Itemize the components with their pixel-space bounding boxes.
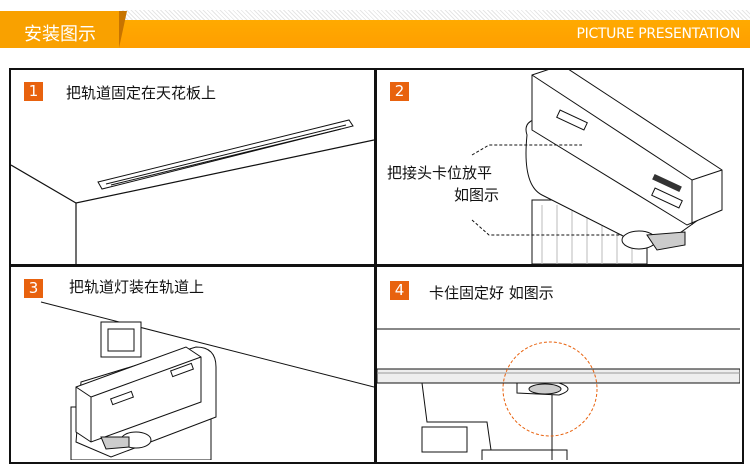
step-number: 3 [24,279,43,298]
header-hatch [120,10,750,21]
step-caption: 卡住固定好 如图示 [429,284,554,302]
header-tab-edge [119,11,127,48]
step-number: 2 [390,82,409,101]
section-title: 安装图示 [24,24,96,45]
step-number: 4 [390,281,409,300]
step-3-panel: 3 把轨道灯装在轨道上 [11,267,374,460]
section-subtitle: PICTURE PRESENTATION [576,26,740,42]
ceiling-track-illustration [11,119,374,264]
step-2-panel: 2 把接头卡位放平 如图示 [377,70,740,264]
step-caption: 把轨道灯装在轨道上 [69,278,205,296]
step-caption-line-2: 如图示 [454,186,500,204]
step-caption: 把轨道固定在天花板上 [66,84,217,102]
step-caption-line-1: 把接头卡位放平 [387,164,493,182]
light-on-track-illustration [40,301,374,460]
locked-connector-illustration [377,328,740,460]
step-1-panel: 1 把轨道固定在天花板上 [11,70,374,264]
header-tab [0,11,120,48]
connector-illustration [471,70,723,264]
step-4-panel: 4 卡住固定好 如图示 [377,267,740,460]
step-number: 1 [24,82,43,101]
panel-divider-horizontal [9,264,744,267]
